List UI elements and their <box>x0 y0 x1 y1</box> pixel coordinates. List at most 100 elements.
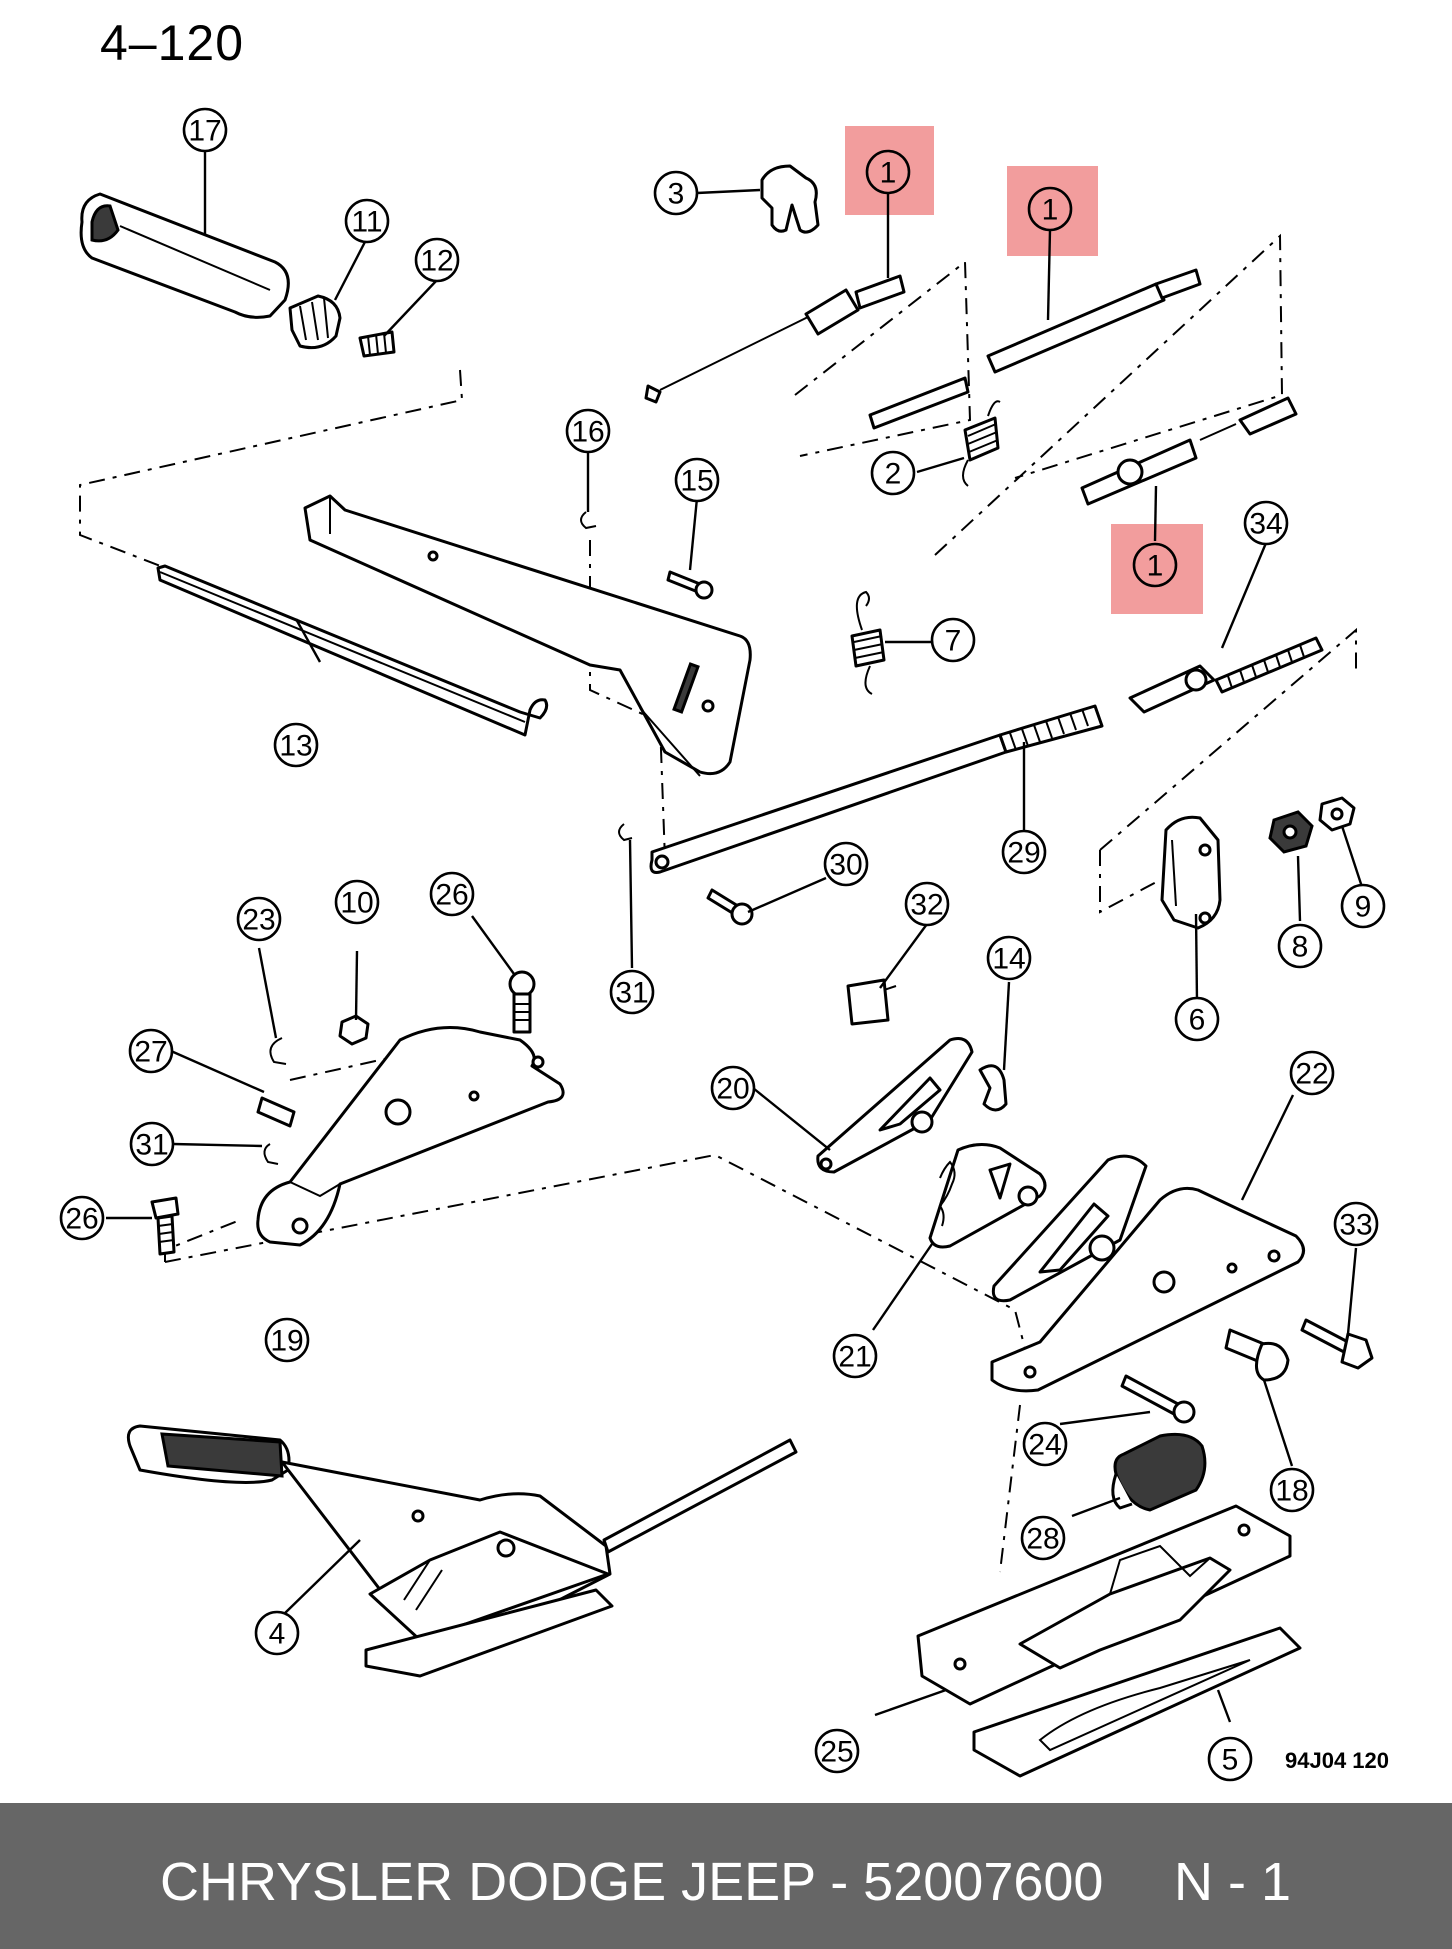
callout-4: 4 <box>254 1610 300 1656</box>
callout-10: 10 <box>334 879 380 925</box>
ratchet-plate-right <box>991 1154 1148 1303</box>
callout-22: 22 <box>1289 1050 1335 1096</box>
callout-1-b: 1 <box>1027 186 1073 232</box>
callout-7: 7 <box>930 617 976 663</box>
snap-ring-23 <box>269 1037 287 1065</box>
svg-text:9: 9 <box>1355 891 1372 924</box>
callout-26-a: 26 <box>429 871 475 917</box>
parts-diagram: 17 11 12 13 16 15 3 1 1 1 2 7 34 29 30 6… <box>59 15 1389 1782</box>
callout-12: 12 <box>414 237 460 283</box>
highlight-part-1-c <box>1111 524 1203 614</box>
callout-15: 15 <box>674 457 720 503</box>
highlight-part-1-a <box>845 126 934 215</box>
callout-20: 20 <box>710 1065 756 1111</box>
svg-text:11: 11 <box>351 206 382 239</box>
callout-18: 18 <box>1269 1467 1315 1513</box>
gasket <box>972 1626 1302 1778</box>
dust-boot <box>1111 1432 1207 1512</box>
svg-text:1: 1 <box>1147 550 1164 583</box>
pivot-bushing <box>256 1096 296 1128</box>
callout-23: 23 <box>236 896 282 942</box>
bolt-26-lower <box>150 1196 180 1256</box>
callout-34: 34 <box>1243 500 1289 546</box>
svg-text:4: 4 <box>269 1618 286 1651</box>
svg-text:7: 7 <box>945 625 962 658</box>
svg-text:18: 18 <box>1275 1475 1308 1508</box>
brand-part-number: CHRYSLER DODGE JEEP - 52007600 <box>160 1852 1104 1912</box>
callout-29: 29 <box>1001 829 1047 875</box>
clevis-pin <box>706 888 754 926</box>
svg-text:3: 3 <box>668 178 685 211</box>
svg-text:15: 15 <box>680 465 713 498</box>
hex-nut-small <box>1318 796 1356 832</box>
adjuster-rod <box>649 704 1104 874</box>
callout-2: 2 <box>870 450 916 496</box>
leader-lines <box>106 150 1365 1723</box>
svg-text:28: 28 <box>1026 1523 1059 1556</box>
front-cable <box>644 274 906 404</box>
svg-text:25: 25 <box>820 1736 853 1769</box>
svg-text:27: 27 <box>134 1036 167 1069</box>
release-rod <box>156 564 549 737</box>
callout-8: 8 <box>1277 923 1323 969</box>
console-base <box>916 1504 1292 1706</box>
intermediate-cable <box>868 268 1202 430</box>
equalizer <box>1128 636 1324 714</box>
callout-30: 30 <box>823 841 869 887</box>
svg-text:2: 2 <box>885 458 902 491</box>
figure-code: 94J04 120 <box>1285 1748 1389 1773</box>
svg-text:10: 10 <box>340 887 373 920</box>
tension-spring <box>850 590 886 695</box>
callout-note: N - 1 <box>1174 1852 1292 1912</box>
ratchet-plate-left <box>816 1037 974 1174</box>
svg-text:31: 31 <box>135 1129 168 1162</box>
svg-text:30: 30 <box>829 849 862 882</box>
exploded-view: 17 11 12 13 16 15 3 1 1 1 2 7 34 29 30 6… <box>59 107 1386 1782</box>
release-spring <box>358 330 396 358</box>
svg-text:33: 33 <box>1339 1209 1372 1242</box>
svg-text:14: 14 <box>992 943 1025 976</box>
assembled-lever <box>126 1424 798 1678</box>
callout-26-b: 26 <box>59 1195 105 1241</box>
rear-cable-end <box>1080 396 1298 506</box>
svg-text:8: 8 <box>1292 931 1309 964</box>
hex-nut-10 <box>338 1014 370 1046</box>
lever-arm <box>303 494 752 777</box>
bolt-33 <box>1300 1318 1374 1370</box>
highlight-part-1-b <box>1007 166 1098 256</box>
svg-text:13: 13 <box>279 730 312 763</box>
callout-25: 25 <box>814 1728 860 1774</box>
pawl-14 <box>978 1064 1008 1112</box>
base-bracket-22 <box>990 1186 1305 1393</box>
stud-18 <box>1224 1328 1290 1382</box>
retainer-clip <box>618 823 633 842</box>
svg-text:24: 24 <box>1028 1429 1061 1462</box>
callout-13: 13 <box>273 722 319 768</box>
svg-text:20: 20 <box>716 1073 749 1106</box>
svg-text:19: 19 <box>270 1325 303 1358</box>
callout-16: 16 <box>565 408 611 454</box>
svg-text:22: 22 <box>1295 1058 1328 1091</box>
cable-bracket <box>1160 815 1222 930</box>
handle-grip <box>79 192 290 319</box>
pivot-pin <box>666 570 714 600</box>
page-code: 4–120 <box>100 15 245 71</box>
svg-text:26: 26 <box>65 1203 98 1236</box>
bolt-24 <box>1120 1374 1196 1424</box>
svg-text:5: 5 <box>1222 1744 1239 1777</box>
callout-1-a: 1 <box>865 149 911 195</box>
svg-text:31: 31 <box>615 977 648 1010</box>
svg-text:21: 21 <box>838 1341 871 1374</box>
svg-text:32: 32 <box>910 889 943 922</box>
callout-32: 32 <box>904 881 950 927</box>
clip-32 <box>846 978 897 1026</box>
callout-11: 11 <box>344 198 390 244</box>
snap-ring-31 <box>263 1143 279 1165</box>
callout-27: 27 <box>128 1028 174 1074</box>
svg-text:23: 23 <box>242 904 275 937</box>
callout-24: 24 <box>1022 1421 1068 1467</box>
release-knob <box>288 294 342 350</box>
svg-text:26: 26 <box>435 879 468 912</box>
return-spring <box>962 400 1001 487</box>
lever-bracket-left <box>256 1026 565 1247</box>
